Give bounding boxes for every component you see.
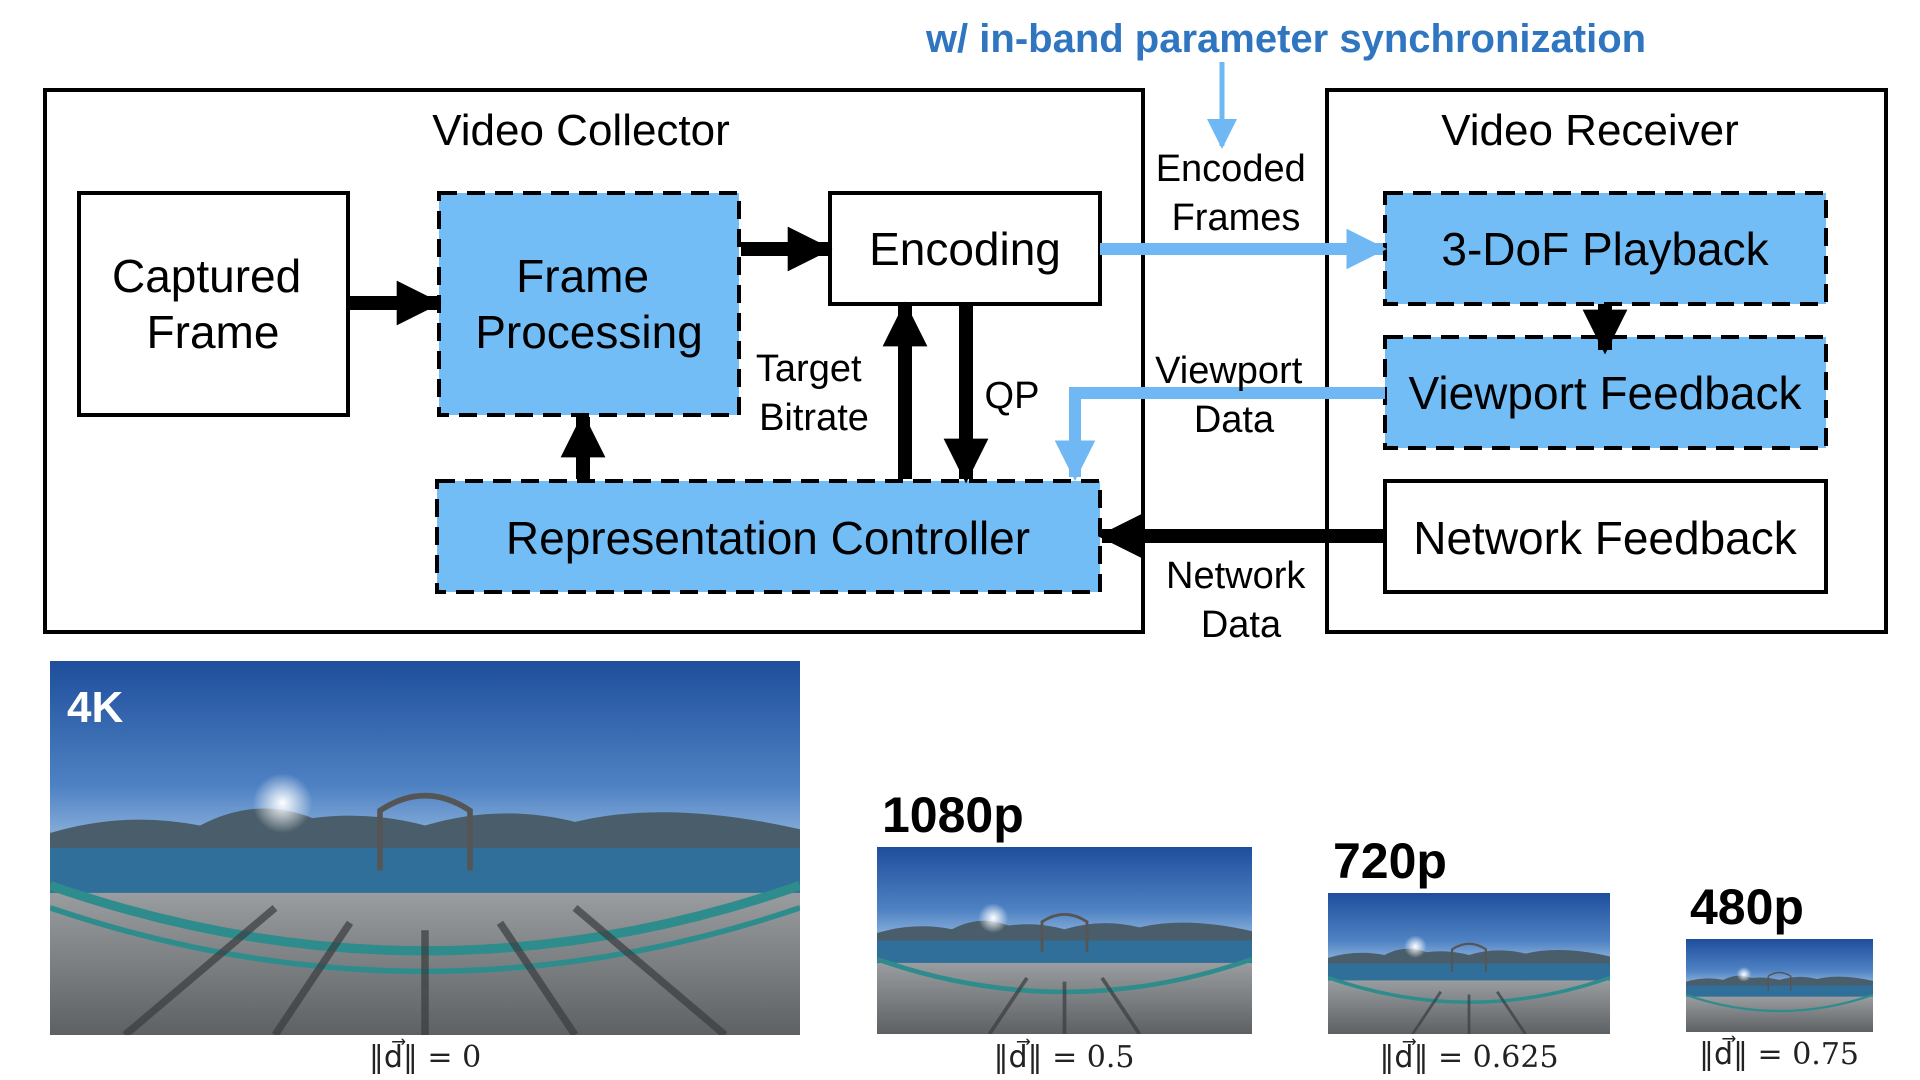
captured-frame-box	[77, 191, 350, 417]
resolution-label-720p: 720p	[1333, 833, 1447, 889]
frame-processing-box	[437, 191, 741, 417]
resolution-label-480p: 480p	[1690, 879, 1804, 935]
metric-720p: ‖d⃗‖ = 0.625	[1379, 1040, 1559, 1075]
captured-frame-label: Captured Frame	[112, 250, 314, 358]
viewport-data-label: Viewport Data	[1155, 350, 1313, 441]
resolution-label-4k: 4K	[67, 683, 124, 732]
video-collector-title: Video Collector	[432, 106, 730, 155]
metric-1080p: ‖d⃗‖ = 0.5	[993, 1040, 1135, 1075]
encoding-label: Encoding	[869, 223, 1061, 275]
panorama-4k	[50, 661, 800, 1035]
target-bitrate-label: Target Bitrate	[756, 348, 872, 439]
video-collector-container	[43, 88, 1145, 634]
frame-processing-label: Frame Processing	[475, 250, 703, 358]
viewport-feedback-label: Viewport Feedback	[1409, 367, 1803, 419]
metric-4k: ‖d⃗‖ = 0	[368, 1040, 482, 1075]
playback-label: 3-DoF Playback	[1441, 223, 1769, 275]
metric-480p: ‖d⃗‖ = 0.75	[1698, 1037, 1860, 1072]
viewport-data-arrow	[1054, 387, 1385, 482]
resolution-label-1080p: 1080p	[882, 787, 1024, 843]
video-receiver-title: Video Receiver	[1441, 106, 1739, 155]
representation-controller-label: Representation Controller	[506, 512, 1030, 564]
network-feedback-label: Network Feedback	[1413, 512, 1797, 564]
network-data-label: Network Data	[1166, 555, 1316, 646]
panorama-480p	[1686, 939, 1873, 1032]
system-diagram: w/ in-band parameter synchronization Vid…	[43, 17, 1888, 646]
playback-box	[1383, 191, 1828, 306]
video-receiver-container	[1325, 88, 1888, 634]
encoding-box	[828, 191, 1102, 306]
qp-label: QP	[985, 375, 1040, 417]
encoded-frames-label: Encoded Frames	[1156, 148, 1317, 239]
representation-controller-box	[435, 479, 1102, 594]
panorama-1080p	[877, 847, 1252, 1034]
sync-annotation: w/ in-band parameter synchronization	[925, 17, 1646, 61]
panorama-720p	[1328, 893, 1610, 1034]
network-feedback-box	[1383, 479, 1828, 594]
